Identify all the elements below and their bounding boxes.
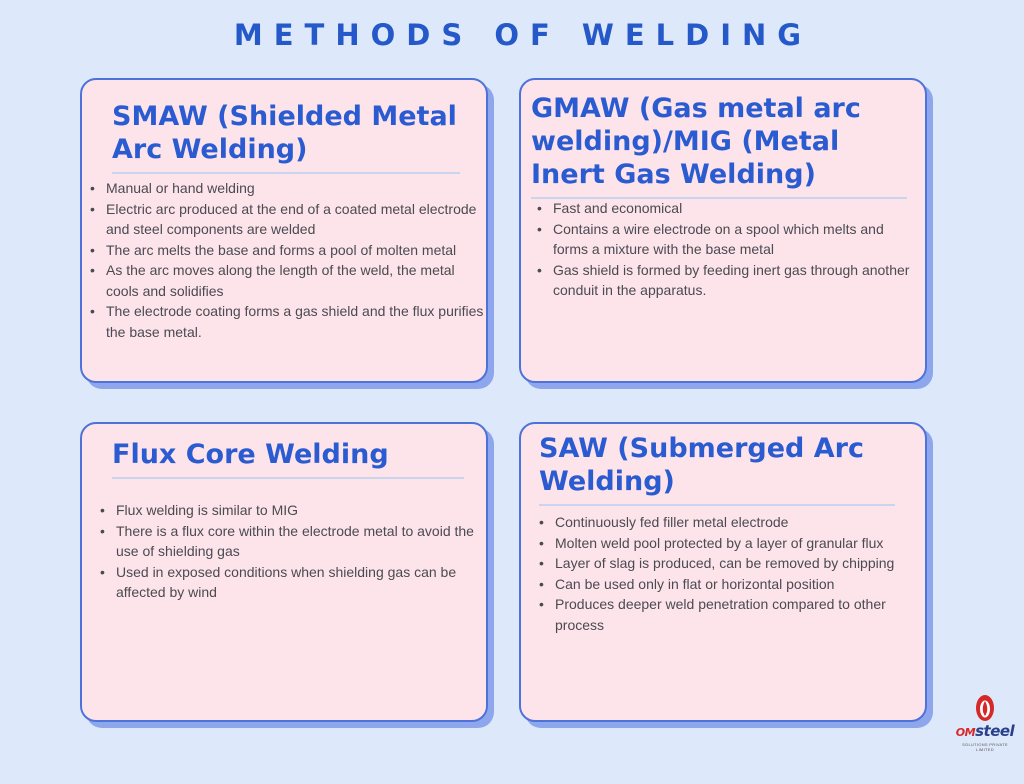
card-header: SAW (Submerged Arc Welding) — [539, 432, 895, 506]
card-flux-core: Flux Core Welding Flux welding is simila… — [80, 422, 488, 722]
bullet-list: Fast and economical Contains a wire elec… — [535, 198, 919, 301]
title-divider — [112, 477, 464, 479]
logo-wordmark: OMsteel — [955, 722, 1015, 740]
card-header: SMAW (Shielded Metal Arc Welding) — [112, 100, 460, 174]
card-header: GMAW (Gas metal arc welding)/MIG (Metal … — [531, 92, 907, 199]
list-item: Electric arc produced at the end of a co… — [88, 199, 488, 240]
card-gmaw: GMAW (Gas metal arc welding)/MIG (Metal … — [519, 78, 927, 383]
list-item: Contains a wire electrode on a spool whi… — [535, 219, 919, 260]
bullet-list: Flux welding is similar to MIG There is … — [98, 500, 482, 603]
card-title: SMAW (Shielded Metal Arc Welding) — [112, 101, 457, 165]
list-item: Continuously fed filler metal electrode — [537, 512, 921, 533]
card-header: Flux Core Welding — [112, 438, 464, 479]
list-item: Produces deeper weld penetration compare… — [537, 594, 921, 635]
list-item: Manual or hand welding — [88, 178, 488, 199]
flame-emblem-icon — [976, 695, 994, 721]
list-item: Layer of slag is produced, can be remove… — [537, 553, 921, 574]
card-smaw: SMAW (Shielded Metal Arc Welding) Manual… — [80, 78, 488, 383]
card-title: SAW (Submerged Arc Welding) — [539, 433, 864, 497]
list-item: Fast and economical — [535, 198, 919, 219]
title-divider — [539, 504, 895, 506]
list-item: Can be used only in flat or horizontal p… — [537, 574, 921, 595]
bullet-list: Continuously fed filler metal electrode … — [537, 512, 921, 635]
card-title: Flux Core Welding — [112, 439, 389, 470]
page-title: METHODS OF WELDING — [233, 18, 813, 52]
list-item: As the arc moves along the length of the… — [88, 260, 488, 301]
list-item: The arc melts the base and forms a pool … — [88, 240, 488, 261]
bullet-list: Manual or hand welding Electric arc prod… — [88, 178, 488, 342]
omsteel-logo: OMsteel SOLUTIONS PRIVATE LIMITED — [954, 690, 1016, 752]
list-item: Used in exposed conditions when shieldin… — [98, 562, 482, 603]
list-item: The electrode coating forms a gas shield… — [88, 301, 488, 342]
list-item: There is a flux core within the electrod… — [98, 521, 482, 562]
logo-tagline: SOLUTIONS PRIVATE LIMITED — [962, 742, 1008, 752]
list-item: Gas shield is formed by feeding inert ga… — [535, 260, 919, 301]
card-saw: SAW (Submerged Arc Welding) Continuously… — [519, 422, 927, 722]
title-divider — [112, 172, 460, 174]
list-item: Flux welding is similar to MIG — [98, 500, 482, 521]
card-title: GMAW (Gas metal arc welding)/MIG (Metal … — [531, 93, 861, 190]
list-item: Molten weld pool protected by a layer of… — [537, 533, 921, 554]
